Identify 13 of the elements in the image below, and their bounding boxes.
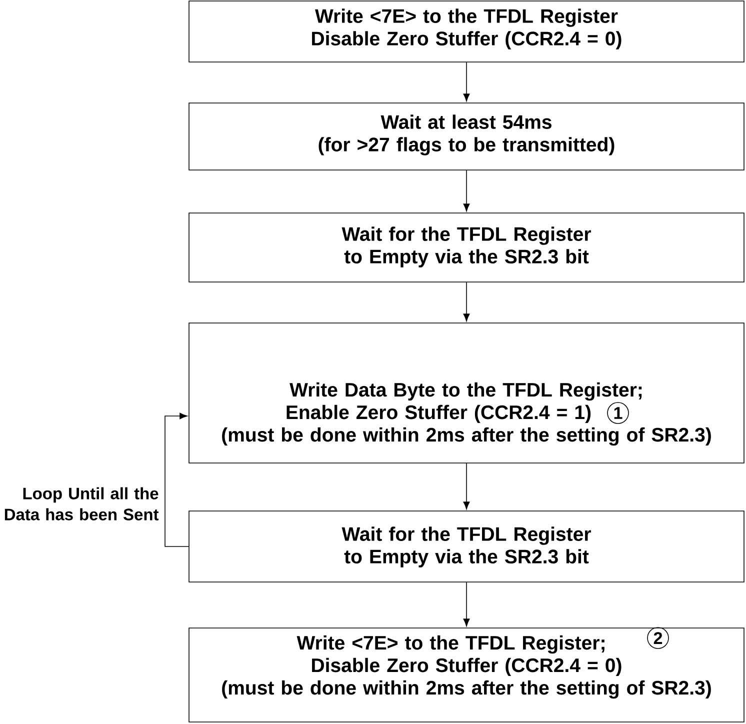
arrow [463,463,470,510]
step-box: Write <7E> to the TFDL Register Disable Zero Stuffer (CCR2.4 = 0) [188,0,744,62]
loop-arrow [164,412,189,547]
arrow [463,62,470,102]
circled-number: 1 [607,402,629,424]
edge-label: Loop Until all the Data has been Sent [4,487,159,520]
step-box: Wait for the TFDL Register to Empty via the SR2.3 bit [188,510,744,582]
step-box: Wait at least 54ms (for >27 flags to be transmitted) [188,102,744,170]
arrow [463,582,470,626]
arrow [463,170,470,212]
circled-number: 2 [647,627,669,649]
step-box: Wait for the TFDL Register to Empty via the SR2.3 bit [188,212,744,282]
arrow [463,282,470,322]
